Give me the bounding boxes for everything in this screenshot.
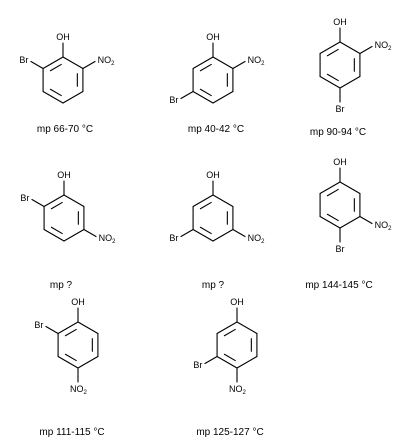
bromo-label: Br: [34, 320, 43, 330]
hydroxyl-label: OH: [71, 297, 85, 307]
bromo-label: Br: [336, 244, 345, 254]
nitro-label: NO2: [248, 233, 265, 245]
compound-c2: OH Br NO2 mp 40-42 °C: [169, 32, 265, 135]
bromo-label: Br: [169, 233, 178, 243]
hydroxyl-label: OH: [230, 297, 244, 307]
bromo-label: Br: [19, 55, 28, 65]
nitro-label: NO2: [229, 384, 247, 396]
hydroxyl-label: OH: [333, 17, 347, 27]
melting-point-label: mp 144-145 °C: [305, 280, 372, 291]
nitro-label: NO2: [70, 384, 88, 396]
hydroxyl-label: OH: [333, 157, 347, 167]
nitro-label: NO2: [375, 220, 393, 232]
melting-point-label: mp ?: [50, 280, 73, 291]
hydroxyl-label: OH: [206, 32, 220, 42]
compound-c1: OH Br NO2 mp 66-70 °C: [19, 32, 115, 135]
nitro-label: NO2: [248, 55, 265, 67]
melting-point-label: mp ?: [202, 280, 225, 291]
melting-point-label: mp 111-115 °C: [39, 427, 104, 438]
nitro-label: NO2: [98, 55, 116, 67]
melting-point-label: mp 40-42 °C: [188, 124, 244, 135]
bromo-label: Br: [193, 360, 202, 370]
bromo-label: Br: [336, 104, 345, 114]
melting-point-label: mp 125-127 °C: [196, 427, 263, 438]
compound-c3: OH Br NO2 mp 90-94 °C: [310, 17, 392, 138]
bromo-label: Br: [20, 193, 29, 203]
compound-c5: OH Br NO2 mp ?: [169, 170, 265, 291]
hydroxyl-label: OH: [206, 170, 220, 180]
nitro-label: NO2: [375, 40, 393, 52]
compound-c6: OH Br NO2 mp 144-145 °C: [305, 157, 392, 291]
melting-point-label: mp 66-70 °C: [37, 124, 93, 135]
bromo-label: Br: [169, 95, 178, 105]
hydroxyl-label: OH: [56, 32, 70, 42]
hydroxyl-label: OH: [57, 170, 71, 180]
melting-point-label: mp 90-94 °C: [310, 127, 366, 138]
nitro-label: NO2: [99, 233, 117, 245]
